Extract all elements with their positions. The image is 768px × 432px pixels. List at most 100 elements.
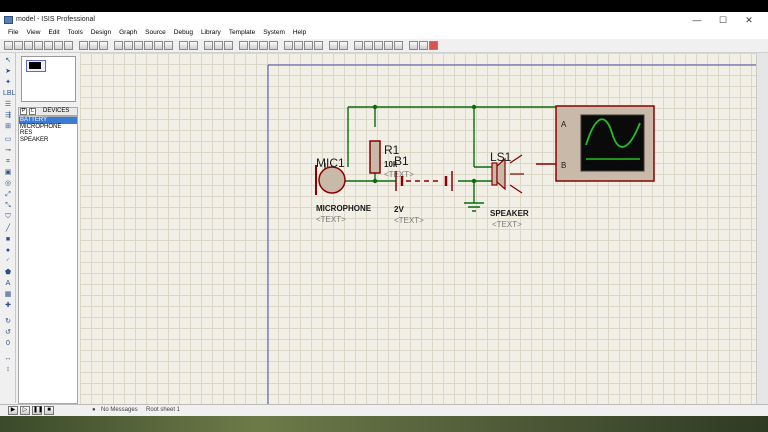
device-item-res[interactable]: RES [20,130,33,136]
menu-file[interactable]: File [8,29,19,36]
origin-icon[interactable] [99,41,108,50]
buses-icon[interactable]: ⇶ [5,112,11,119]
netlist-to-ares-icon[interactable] [429,41,438,50]
block-copy-icon[interactable] [239,41,248,50]
undo-icon[interactable] [179,41,188,50]
zoom-area-icon[interactable] [164,41,173,50]
electrical-rule-check-icon[interactable] [419,41,428,50]
zoom-in-icon[interactable] [134,41,143,50]
remove-sheet-icon[interactable] [384,41,393,50]
messages-status[interactable]: No Messages [101,407,138,413]
box-icon[interactable]: ■ [5,236,11,243]
path-icon[interactable]: ⬟ [4,269,12,276]
library-manager-button[interactable]: L [29,108,36,115]
overview-window[interactable] [21,56,76,102]
import-icon[interactable] [34,41,43,50]
rotate-clockwise-icon[interactable]: ↻ [5,318,11,325]
circle-icon[interactable]: ● [5,247,11,254]
wire-autorouter-icon[interactable] [329,41,338,50]
menu-system[interactable]: System [263,29,285,36]
print-icon[interactable] [54,41,63,50]
maximize-button[interactable]: ☐ [718,15,728,25]
design-explorer-icon[interactable] [364,41,373,50]
selection-mode-icon[interactable]: ↖ [5,57,11,64]
decompose-icon[interactable] [314,41,323,50]
device-item-microphone[interactable]: MICROPHONE [20,123,62,130]
menu-template[interactable]: Template [228,29,256,36]
ground-symbol[interactable] [464,202,484,212]
zoom-all-icon[interactable] [154,41,163,50]
menu-help[interactable]: Help [292,29,307,36]
pause-button[interactable]: ❚❚ [32,406,44,415]
rotate-anticlockwise-icon[interactable]: ↺ [5,329,11,336]
text-script-icon[interactable]: ☰ [4,101,12,108]
wire-label-icon[interactable]: LBL [3,90,16,97]
vertical-scrollbar[interactable] [756,53,768,404]
block-move-icon[interactable] [249,41,258,50]
menu-edit[interactable]: Edit [48,29,60,36]
tape-recorder-icon[interactable]: ▣ [4,169,12,176]
export-icon[interactable] [44,41,53,50]
new-sheet-icon[interactable] [374,41,383,50]
device-item-speaker[interactable]: SPEAKER [20,136,49,143]
pick-devices-button[interactable]: P [20,108,27,115]
terminals-icon[interactable]: ▭ [4,136,12,143]
new-file-icon[interactable] [4,41,13,50]
component-mode-icon[interactable]: ➤ [5,68,11,75]
schematic-canvas[interactable]: MIC1 MICROPHONE <TEXT> R1 10k <TEXT> B1 … [80,53,756,404]
block-rotate-icon[interactable] [259,41,268,50]
save-icon[interactable] [24,41,33,50]
redo-icon[interactable] [189,41,198,50]
mirror-horizontal-icon[interactable]: ↔ [4,355,12,362]
crosshair-icon[interactable] [114,41,123,50]
line-icon[interactable]: ╱ [5,225,11,232]
current-probe-icon[interactable]: ⤡ [5,202,11,209]
arc-icon[interactable]: ◜ [6,258,10,265]
text-icon[interactable]: A [5,280,11,287]
device-item-battery[interactable]: BATTERY [19,117,77,124]
grid-icon[interactable] [89,41,98,50]
menu-view[interactable]: View [26,29,41,36]
cut-icon[interactable] [204,41,213,50]
subcircuit-icon[interactable]: ⊞ [5,123,11,130]
copy-icon[interactable] [214,41,223,50]
voltage-probe-icon[interactable]: ⤢ [5,191,11,198]
menu-design[interactable]: Design [90,29,112,36]
pan-icon[interactable] [124,41,133,50]
zoom-out-icon[interactable] [144,41,153,50]
graph-mode-icon[interactable]: ⌗ [6,158,10,165]
oscilloscope[interactable]: A B [536,105,655,182]
junction-dot-icon[interactable]: ✦ [5,79,11,86]
menu-graph[interactable]: Graph [119,29,138,36]
close-button[interactable]: ✕ [745,15,753,25]
search-tag-icon[interactable] [339,41,348,50]
rotation-angle-field[interactable]: 0 [6,340,10,347]
block-delete-icon[interactable] [269,41,278,50]
resistor-r1[interactable]: R1 10k <TEXT> [369,140,414,179]
open-file-icon[interactable] [14,41,23,50]
area-icon[interactable] [64,41,73,50]
menu-source[interactable]: Source [145,29,166,36]
exit-to-parent-icon[interactable] [394,41,403,50]
pick-device-icon[interactable] [284,41,293,50]
battery-b1[interactable]: B1 2V <TEXT> [394,154,453,225]
speaker-ls1[interactable]: LS1 SPEAKER <TEXT> [490,150,529,229]
minimize-button[interactable]: — [692,15,702,25]
microphone-mic1[interactable]: MIC1 MICROPHONE <TEXT> [315,156,372,224]
mirror-vertical-icon[interactable]: ↕ [6,366,10,373]
symbol-icon[interactable]: ▦ [4,291,12,298]
virtual-instruments-icon[interactable]: ⛉ [5,213,11,220]
packaging-icon[interactable] [304,41,313,50]
marker-icon[interactable]: ✚ [5,302,11,309]
paste-icon[interactable] [224,41,233,50]
generator-icon[interactable]: ◎ [4,180,12,187]
device-pins-icon[interactable]: ⊸ [5,147,11,154]
step-button[interactable]: ▷ [20,406,30,415]
play-button[interactable]: ▶ [8,406,18,415]
bill-of-materials-icon[interactable] [409,41,418,50]
stop-button[interactable]: ■ [44,406,54,415]
refresh-icon[interactable] [79,41,88,50]
menu-library[interactable]: Library [200,29,221,36]
make-device-icon[interactable] [294,41,303,50]
property-tool-icon[interactable] [354,41,363,50]
